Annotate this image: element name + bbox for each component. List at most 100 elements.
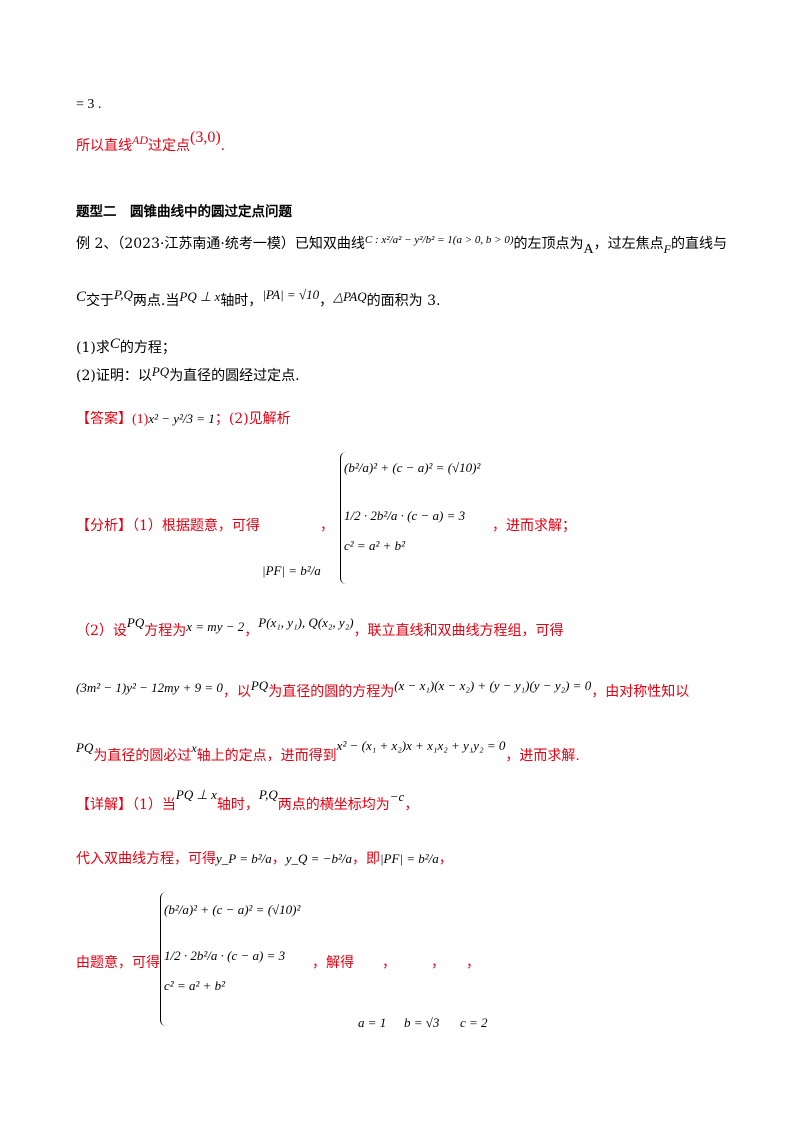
- answer-part1: (1): [132, 412, 149, 427]
- cond-text-a: 交于: [86, 293, 115, 309]
- yq-value: y_Q = −b²/a: [285, 851, 352, 866]
- part4-pq: PQ: [76, 740, 94, 755]
- answer-equation: x² − y²/3 = 1: [148, 411, 215, 426]
- detail-comma: ，: [404, 797, 419, 813]
- minus-c: −c: [389, 789, 405, 804]
- part3-text-b: 为直径的圆的方程为: [268, 684, 395, 700]
- given-line: 由题意，可得: [76, 955, 160, 971]
- analysis-comma: ，: [320, 518, 334, 534]
- part2-line: （2）设PQ方程为x = my − 2，P(x₁, y₁), Q(x₂, y₂)…: [76, 615, 564, 640]
- sub-text-a: 代入双曲线方程，可得: [76, 851, 216, 867]
- question-2: (2)证明：以PQ为直径的圆经过定点.: [76, 364, 300, 385]
- detail-tag: 【详解】: [76, 797, 132, 813]
- points-definition: P(x₁, y₁), Q(x₂, y₂): [258, 615, 354, 630]
- part4-line: PQ为直径的圆必过x轴上的定点，进而得到x² − (x₁ + x₂)x + x₁…: [76, 738, 580, 765]
- answer-line: 【答案】(1)x² − y²/3 = 1；(2)见解析: [76, 410, 291, 429]
- answer-part2: ；(2)见解析: [214, 411, 291, 427]
- equation-system-2: (b²/a)² + (c − a)² = (√10)² 1/2 · 2b²/a …: [164, 892, 364, 1026]
- system2-row3: c² = a² + b²: [164, 978, 226, 993]
- continued-result: = 3 .: [76, 95, 101, 114]
- line-equation: x = my − 2: [186, 619, 245, 634]
- example-mid: 的左顶点为: [513, 236, 584, 252]
- analysis-text1: （1）根据题意，可得: [132, 518, 260, 534]
- line-ad: AD: [132, 133, 148, 147]
- conclusion-mid: 过定点: [148, 138, 190, 154]
- sub-comma-2: ，: [438, 851, 453, 867]
- analysis-tag: 【分析】: [76, 518, 132, 534]
- conclusion-end: .: [220, 138, 226, 154]
- conclusion-line: 所以直线AD过定点(3,0).: [76, 129, 226, 155]
- system2-row1: (b²/a)² + (c − a)² = (√10)²: [164, 902, 301, 917]
- part2-prefix: （2）设: [76, 623, 127, 639]
- solution-b: b = √3: [404, 1015, 440, 1030]
- sub-pf-value: |PF| = b²/a: [379, 851, 439, 866]
- system1-row1: (b²/a)² + (c − a)² = (√10)²: [344, 460, 481, 475]
- part3-text-c: ，由对称性知以: [591, 684, 690, 700]
- hyperbola-equation: C : x²/a² − y²/b² = 1(a > 0, b > 0): [364, 234, 514, 246]
- vertex-a: A: [583, 242, 594, 257]
- part2-pq: PQ: [126, 615, 145, 630]
- conclusion-prefix: 所以直线: [76, 138, 132, 154]
- example-line: 例 2、（2023·江苏南通·统考一模）已知双曲线C : x²/a² − y²/…: [76, 234, 727, 257]
- sub-text-c: ，即: [351, 851, 380, 867]
- detail-text3: 两点的横坐标均为: [277, 797, 390, 813]
- equals-three: = 3 .: [76, 97, 102, 112]
- curve-c: C: [76, 289, 87, 305]
- part4-text-c: ，进而求解.: [505, 748, 580, 764]
- part3-pq: PQ: [250, 678, 269, 693]
- fixed-point-equation: x² − (x₁ + x₂)x + x₁x₂ + y₁y₂ = 0: [336, 738, 506, 753]
- example-end: 的直线与: [670, 236, 727, 252]
- cond-text-b: 两点.当: [132, 293, 180, 309]
- detail-text2: 轴时，: [216, 797, 259, 813]
- part3-line: (3m² − 1)y² − 12my + 9 = 0，以PQ为直径的圆的方程为(…: [76, 678, 690, 701]
- triangle-paq: △PAQ: [333, 289, 367, 304]
- q1-curve: C: [109, 336, 120, 352]
- pf-expression: |PF| = b²/a: [262, 563, 321, 578]
- q2-segment: PQ: [151, 364, 170, 379]
- answer-tag: 【答案】: [76, 411, 132, 427]
- x-axis-label: x: [191, 741, 197, 755]
- part4-text-a: 为直径的圆必过: [93, 748, 192, 764]
- detail-pq: P,Q: [258, 787, 278, 802]
- yp-value: y_P = b²/a: [216, 851, 272, 866]
- part2-text-d: ，联立直线和双曲线方程组，可得: [353, 623, 564, 639]
- equation-system-1: (b²/a)² + (c − a)² = (√10)² 1/2 · 2b²/a …: [344, 452, 544, 584]
- part4-text-b: 轴上的定点，进而得到: [196, 748, 337, 764]
- example-mid2: ，过左焦点: [593, 236, 664, 252]
- system-brace-1: [340, 452, 347, 584]
- sub-comma-1: ，: [271, 851, 286, 867]
- solution-c: c = 2: [460, 1015, 488, 1030]
- fixed-point: (3,0): [190, 129, 221, 146]
- part2-comma: ，: [244, 623, 259, 639]
- example-prefix: 例 2、（2023·江苏南通·统考一模）已知双曲线: [76, 236, 365, 252]
- system1-row2: 1/2 · 2b²/a · (c − a) = 3: [344, 508, 466, 523]
- q2-suffix: 为直径的圆经过定点.: [169, 368, 300, 384]
- cond-text-c: 轴时，: [220, 293, 263, 309]
- part2-text-b: 方程为: [144, 623, 187, 639]
- q2-prefix: (2)证明：以: [76, 368, 152, 384]
- points-pq: P,Q: [114, 287, 133, 302]
- pa-length: |PA| = √10: [262, 287, 320, 302]
- detail-perp: PQ ⊥ x: [175, 787, 217, 802]
- part3-text-a: ，以: [222, 684, 251, 700]
- substitution-line: 代入双曲线方程，可得y_P = b²/a，y_Q = −b²/a，即|PF| =…: [76, 850, 453, 868]
- cond-text-d: ，: [319, 293, 334, 309]
- analysis-text2: ，进而求解；: [492, 518, 576, 534]
- detail-text1: （1）当: [132, 797, 176, 813]
- circle-equation: (x − x₁)(x − x₂) + (y − y₁)(y − y₂) = 0: [394, 678, 592, 693]
- system-brace-2: [160, 892, 167, 1026]
- system2-row2: 1/2 · 2b²/a · (c − a) = 3: [164, 948, 286, 963]
- condition-line: C交于P,Q两点.当PQ ⊥ x轴时，|PA| = √10，△PAQ的面积为 3…: [76, 287, 441, 310]
- solve-line: ，解得 ， ， ，: [312, 955, 480, 971]
- q1-suffix: 的方程；: [119, 340, 176, 356]
- solution-a: a = 1: [358, 1015, 387, 1030]
- quadratic-equation: (3m² − 1)y² − 12my + 9 = 0: [76, 680, 223, 695]
- system1-row3: c² = a² + b²: [344, 538, 406, 553]
- detail-line: 【详解】（1）当PQ ⊥ x轴时，P,Q两点的横坐标均为−c，: [76, 787, 419, 814]
- cond-text-e: 的面积为 3.: [366, 293, 441, 309]
- section-title: 题型二 圆锥曲线中的圆过定点问题: [76, 204, 292, 220]
- focus-f: F: [663, 242, 671, 256]
- analysis-line: 【分析】（1）根据题意，可得: [76, 517, 260, 535]
- question-1: (1)求C的方程；: [76, 336, 176, 357]
- q1-prefix: (1)求: [76, 340, 110, 356]
